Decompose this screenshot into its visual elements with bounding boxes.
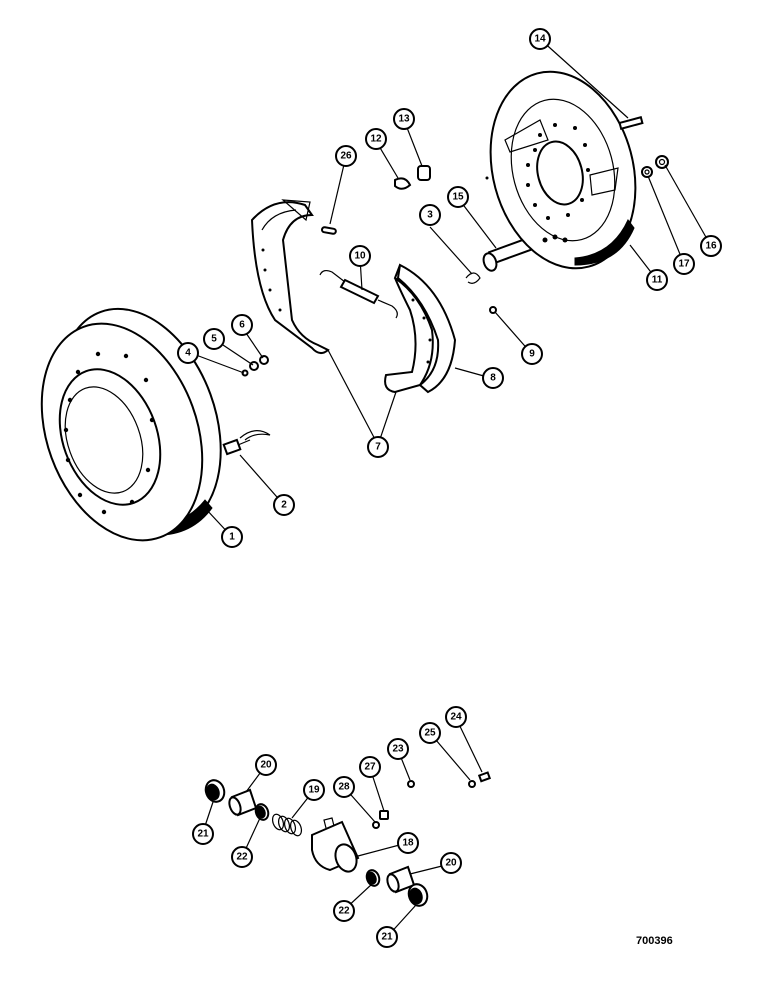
callout-22a: 22 [231, 846, 253, 868]
callout-14: 14 [529, 28, 551, 50]
callout-label-26: 26 [340, 151, 352, 162]
callout-17: 17 [673, 253, 695, 275]
backing-plate-bolt [618, 116, 644, 130]
callout-label-17: 17 [678, 259, 690, 270]
hold-down-cup [394, 177, 412, 190]
callout-label-9: 9 [529, 349, 535, 360]
callout-4: 4 [177, 342, 199, 364]
callout-25: 25 [419, 722, 441, 744]
callout-label-22b: 22 [338, 906, 350, 917]
wheel-cylinder-body [311, 817, 360, 873]
callout-19: 19 [303, 779, 325, 801]
callout-21a: 21 [192, 823, 214, 845]
callout-label-23: 23 [392, 744, 404, 755]
callout-label-21b: 21 [381, 932, 393, 943]
callout-label-28: 28 [338, 782, 350, 793]
callout-label-14: 14 [534, 34, 546, 45]
callout-label-4: 4 [185, 348, 191, 359]
backing-plate [489, 70, 637, 270]
callout-26: 26 [335, 145, 357, 167]
spring-clip [465, 272, 481, 284]
callout-9: 9 [521, 343, 543, 365]
callout-7: 7 [367, 436, 389, 458]
callout-22b: 22 [333, 900, 355, 922]
cup-seal-right [365, 869, 381, 887]
callout-label-10: 10 [354, 251, 366, 262]
hold-down-pin [320, 226, 337, 235]
callout-label-8: 8 [490, 373, 496, 384]
callout-27: 27 [359, 756, 381, 778]
callout-15: 15 [447, 186, 469, 208]
callout-label-18: 18 [402, 838, 414, 849]
callout-2: 2 [273, 494, 295, 516]
callout-label-5: 5 [211, 334, 217, 345]
callout-label-6: 6 [239, 320, 245, 331]
brake-shoe-right [384, 263, 457, 394]
cylinder-spring [271, 813, 303, 837]
callout-label-27: 27 [364, 762, 376, 773]
callout-24: 24 [445, 706, 467, 728]
callout-label-21a: 21 [197, 829, 209, 840]
callout-18: 18 [397, 832, 419, 854]
callout-label-1: 1 [229, 532, 235, 543]
hold-down-spring [417, 165, 431, 181]
callout-20b: 20 [440, 852, 462, 874]
callout-label-24: 24 [450, 712, 462, 723]
cylinder-fittings [372, 810, 389, 829]
wheel-bolt [222, 430, 271, 456]
callout-6: 6 [231, 314, 253, 336]
cylinder-boot-right [407, 883, 429, 907]
callout-21b: 21 [376, 926, 398, 948]
callout-3: 3 [419, 204, 441, 226]
bleeder-screw [407, 780, 415, 788]
callout-label-16: 16 [705, 241, 717, 252]
callout-1: 1 [221, 526, 243, 548]
callout-5: 5 [203, 328, 225, 350]
callout-label-15: 15 [452, 192, 464, 203]
callout-28: 28 [333, 776, 355, 798]
return-spring [319, 269, 398, 319]
callout-label-20b: 20 [445, 858, 457, 869]
callout-20a: 20 [255, 754, 277, 776]
brake-shoe-left [250, 199, 330, 354]
cylinder-boot-left [204, 779, 226, 803]
callout-11: 11 [646, 269, 668, 291]
callout-label-11: 11 [652, 275, 663, 286]
adjuster-washers [241, 355, 269, 377]
callout-label-22a: 22 [236, 852, 248, 863]
cup-seal-left [254, 803, 270, 821]
callout-label-25: 25 [424, 728, 436, 739]
callout-label-12: 12 [370, 134, 382, 145]
anchor-pin [489, 306, 497, 314]
brake-drum [40, 307, 222, 542]
callout-10: 10 [349, 245, 371, 267]
callout-label-20a: 20 [260, 760, 272, 771]
anchor-shaft [482, 176, 535, 272]
figure-number: 700396 [636, 935, 673, 947]
callout-12: 12 [365, 128, 387, 150]
piston-left [228, 788, 258, 817]
callout-label-7: 7 [375, 442, 381, 453]
lock-washer [641, 166, 653, 178]
callout-23: 23 [387, 738, 409, 760]
bleeder-valve-parts [468, 771, 492, 788]
callout-label-3: 3 [427, 210, 433, 221]
callout-label-19: 19 [308, 785, 320, 796]
callout-label-2: 2 [281, 500, 287, 511]
callout-label-13: 13 [398, 114, 410, 125]
callout-8: 8 [482, 367, 504, 389]
callout-16: 16 [700, 235, 722, 257]
callout-13: 13 [393, 108, 415, 130]
